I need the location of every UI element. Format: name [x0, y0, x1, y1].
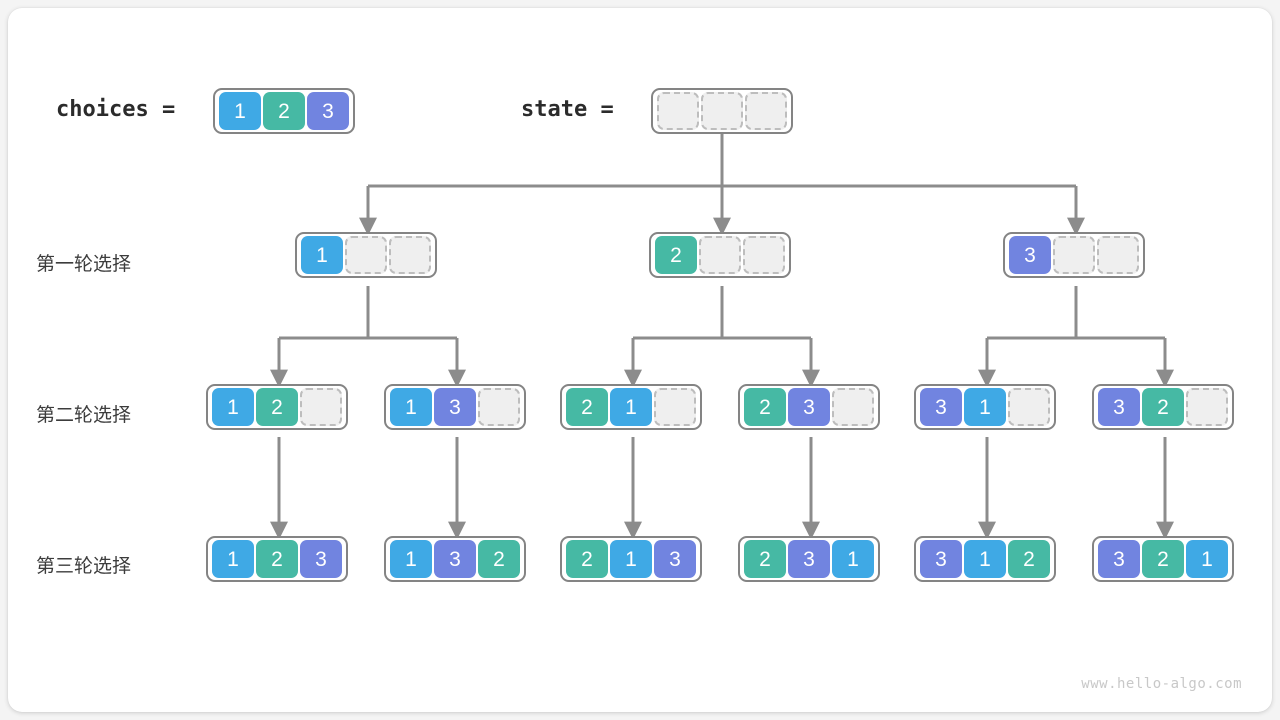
r1n3-cell-0: 3 [1009, 236, 1051, 274]
r2n3-cell-0: 2 [566, 388, 608, 426]
r1n2-empty-cell-2 [743, 236, 785, 274]
r2n3-cell-1: 1 [610, 388, 652, 426]
state-label: state = [521, 97, 614, 122]
r3n2-cell-1: 3 [434, 540, 476, 578]
r2n4-cell-1: 3 [788, 388, 830, 426]
r3n4-cell-1: 3 [788, 540, 830, 578]
r3n1-cell-1: 2 [256, 540, 298, 578]
choices-cell-1: 2 [263, 92, 305, 130]
r1n1-empty-cell-2 [389, 236, 431, 274]
r3n6-cell-1: 2 [1142, 540, 1184, 578]
r1n1-empty-cell-1 [345, 236, 387, 274]
r3n5-cell-0: 3 [920, 540, 962, 578]
row-label-round-1: 第一轮选择 [36, 254, 132, 275]
r2n1-cell-1: 2 [256, 388, 298, 426]
r3n5-cell-2: 2 [1008, 540, 1050, 578]
r1n2-empty-cell-1 [699, 236, 741, 274]
r3n6-cell-2: 1 [1186, 540, 1228, 578]
r3n1-cell-0: 1 [212, 540, 254, 578]
r2n4-empty-cell-2 [832, 388, 874, 426]
r1n2-cell-0: 2 [655, 236, 697, 274]
r2n6-cell-1: 2 [1142, 388, 1184, 426]
r3n2-cell-0: 1 [390, 540, 432, 578]
tree-connectors [270, 133, 1174, 540]
r1n3-empty-cell-2 [1097, 236, 1139, 274]
row-label-round-2: 第二轮选择 [36, 405, 132, 426]
r3n3-cell-1: 1 [610, 540, 652, 578]
state-node-round-1-1: 1 [295, 232, 437, 278]
r3n3-cell-2: 3 [654, 540, 696, 578]
row-label-round-3: 第三轮选择 [36, 556, 132, 577]
r1n3-empty-cell-1 [1053, 236, 1095, 274]
r3n4-cell-0: 2 [744, 540, 786, 578]
r2n2-cell-0: 1 [390, 388, 432, 426]
r2n5-empty-cell-2 [1008, 388, 1050, 426]
r2n5-cell-0: 3 [920, 388, 962, 426]
r3n2-cell-2: 2 [478, 540, 520, 578]
r2n1-cell-0: 1 [212, 388, 254, 426]
r3n4-cell-2: 1 [832, 540, 874, 578]
r1n1-cell-0: 1 [301, 236, 343, 274]
choices-label: choices = [56, 97, 176, 122]
choices-cell-0: 1 [219, 92, 261, 130]
r2n5-cell-1: 1 [964, 388, 1006, 426]
r3n1-cell-2: 3 [300, 540, 342, 578]
r2n2-cell-1: 3 [434, 388, 476, 426]
watermark: www.hello-algo.com [1081, 676, 1242, 692]
r3n3-cell-0: 2 [566, 540, 608, 578]
r2n6-empty-cell-2 [1186, 388, 1228, 426]
state-empty-cell-2 [745, 92, 787, 130]
choices-cell-2: 3 [307, 92, 349, 130]
r2n1-empty-cell-2 [300, 388, 342, 426]
state-empty-cell-1 [701, 92, 743, 130]
state-node-round-1-2: 2 [649, 232, 791, 278]
r2n4-cell-0: 2 [744, 388, 786, 426]
state-array [651, 88, 793, 134]
r3n5-cell-1: 1 [964, 540, 1006, 578]
r2n3-empty-cell-2 [654, 388, 696, 426]
state-empty-cell-0 [657, 92, 699, 130]
state-node-round-1-3: 3 [1003, 232, 1145, 278]
r3n6-cell-0: 3 [1098, 540, 1140, 578]
r2n2-empty-cell-2 [478, 388, 520, 426]
r2n6-cell-0: 3 [1098, 388, 1140, 426]
